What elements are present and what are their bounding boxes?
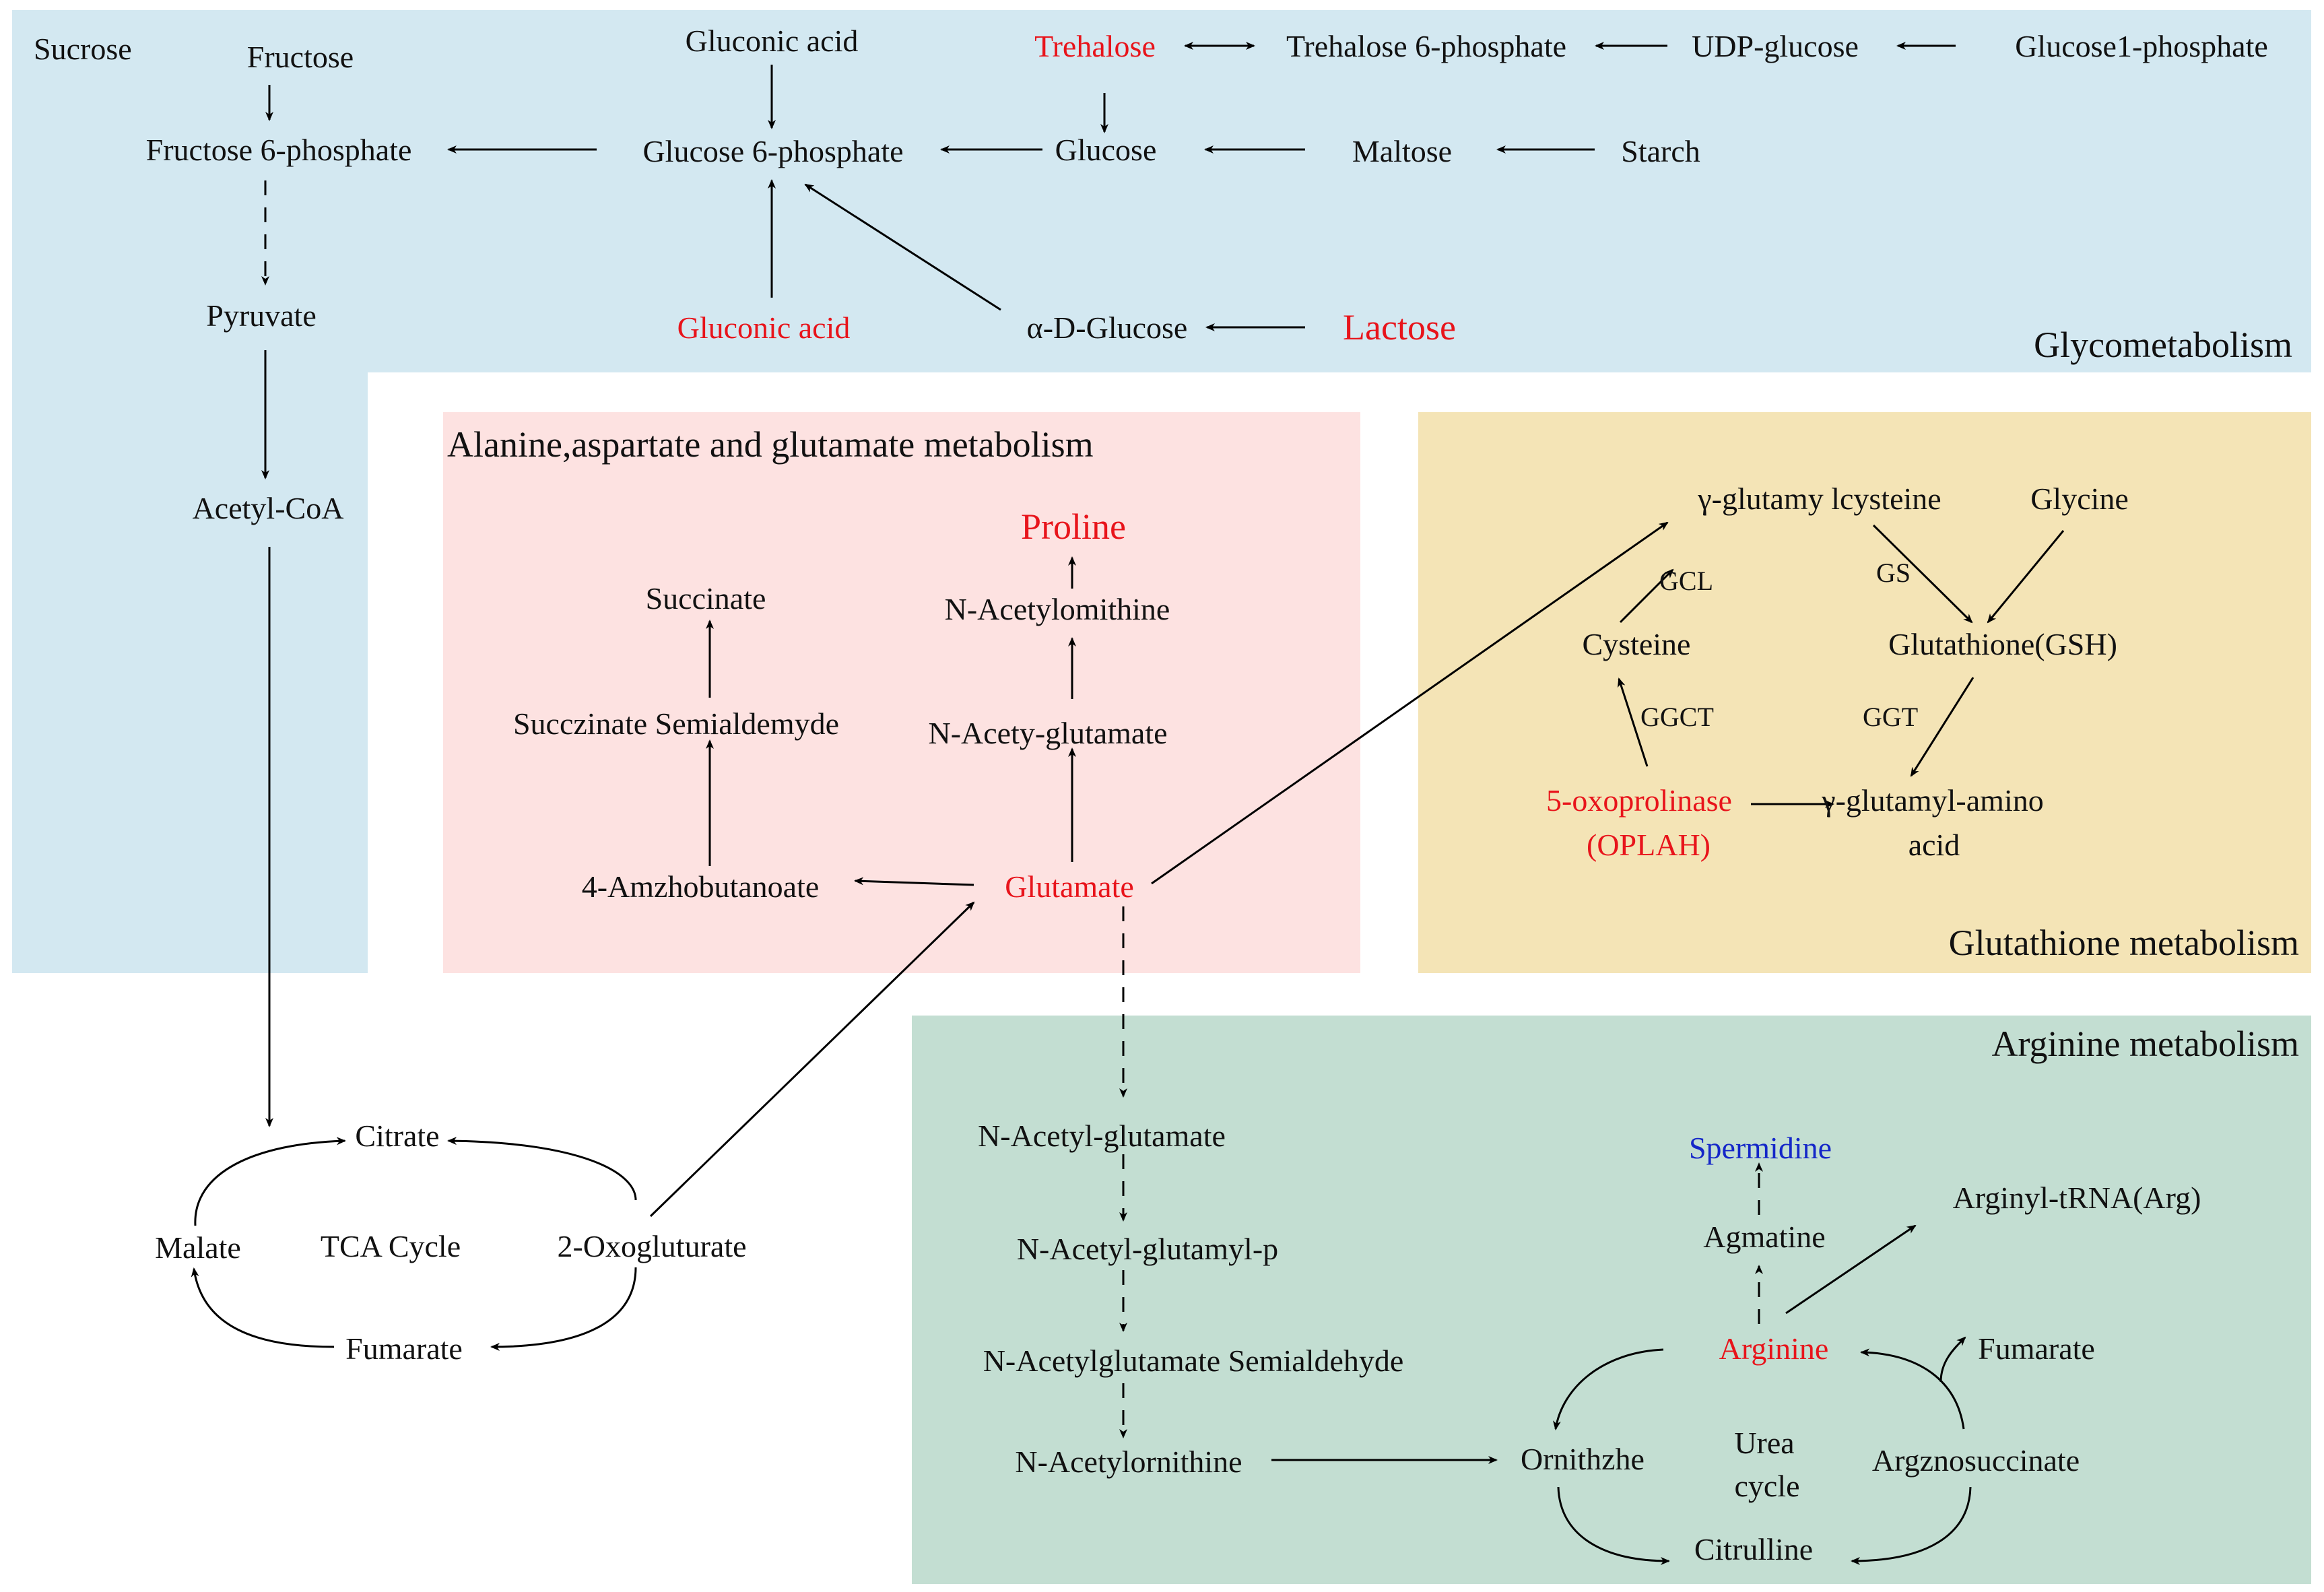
node-acetyl-coa: Acetyl-CoA [193, 491, 344, 525]
node-maltose: Maltose [1352, 134, 1452, 168]
node-urea-cycle-line2: cycle [1734, 1469, 1799, 1503]
arrow-glutamate-to-gglutamylcysteine [1151, 521, 1669, 885]
arrow-arginine-to-ornithine [1552, 1348, 1664, 1430]
arrow-oxoglutarate-to-fumarate [490, 1267, 637, 1351]
node-sucrose: Sucrose [34, 32, 132, 66]
node-starch: Starch [1621, 134, 1700, 168]
node-glucose-6-phosphate: Glucose 6-phosphate [642, 134, 903, 168]
arrow-glycine-to-gsh [1987, 530, 2065, 624]
node-udp-glucose: UDP-glucose [1692, 29, 1859, 63]
node-gamma-glutamylcysteine: γ-glutamy lcysteine [1697, 482, 1941, 516]
node-arginyl-trna: Arginyl-tRNA(Arg) [1953, 1181, 2201, 1215]
glycometabolism-title: Glycometabolism [2034, 325, 2292, 365]
alanine-metabolism-title: Alanine,aspartate and glutamate metaboli… [447, 424, 1094, 465]
node-n-acetyl-glutamyl-p: N-Acetyl-glutamyl-p [1017, 1232, 1278, 1266]
enzyme-gcl: GCL [1659, 566, 1713, 596]
enzyme-gs: GS [1876, 558, 1911, 588]
arrow-oxoglutarate-to-citrate [447, 1137, 637, 1201]
node-glutathione-gsh: Glutathione(GSH) [1888, 627, 2117, 661]
node-5-oxoprolinase: 5-oxoprolinase [1546, 783, 1732, 818]
node-glycine: Glycine [2030, 482, 2129, 516]
node-succinate: Succinate [646, 581, 766, 616]
node-ornithine: Ornithzhe [1521, 1442, 1645, 1476]
node-oplah: (OPLAH) [1587, 828, 1711, 862]
node-gamma-glutamyl-amino-line1: γ-glutamyl-amino [1821, 783, 2043, 818]
node-lactose: Lactose [1343, 307, 1456, 347]
node-gluconic-acid-red: Gluconic acid [677, 310, 851, 345]
node-citrulline: Citrulline [1694, 1532, 1813, 1566]
arrow-oxoprolinase-to-cysteine [1617, 677, 1649, 767]
node-citrate: Citrate [355, 1119, 439, 1153]
node-pyruvate: Pyruvate [206, 298, 317, 333]
node-spermidine: Spermidine [1689, 1131, 1832, 1165]
node-cysteine: Cysteine [1583, 627, 1691, 661]
node-urea-cycle-line1: Urea [1734, 1426, 1794, 1460]
arrow-gsh-to-gglutamylamino [1910, 677, 1974, 777]
node-gamma-glutamyl-amino-line2: acid [1908, 828, 1960, 862]
node-fructose: Fructose [247, 40, 354, 74]
arrow-gglutamylcysteine-to-gsh [1872, 524, 1973, 624]
node-agmatine: Agmatine [1703, 1220, 1825, 1254]
node-argininosuccinate: Argznosuccinate [1872, 1443, 2080, 1478]
enzyme-ggt: GGT [1863, 702, 1918, 732]
node-malate: Malate [155, 1230, 241, 1265]
arrow-alphadglucose-to-g6p [804, 183, 1001, 311]
node-fumarate-tca: Fumarate [345, 1331, 463, 1366]
node-fumarate-urea: Fumarate [1978, 1331, 2095, 1366]
node-alpha-d-glucose: α-D-Glucose [1027, 310, 1188, 345]
node-succinate-semialdehyde: Succzinate Semialdemyde [513, 706, 839, 741]
node-n-acetylornithine-b: N-Acetylornithine [1015, 1445, 1242, 1479]
node-n-acetylglutamate-semialdehyde: N-Acetylglutamate Semialdehyde [983, 1344, 1404, 1378]
glycometabolism-region [12, 10, 2311, 973]
node-n-acetyl-glutamate-b: N-Acetyl-glutamate [978, 1119, 1226, 1153]
glutathione-metabolism-title: Glutathione metabolism [1949, 923, 2299, 963]
node-amzhobutanoate: 4-Amzhobutanoate [582, 869, 820, 904]
arrow-to-fumarate-urea [1939, 1336, 1966, 1383]
arrow-malate-to-citrate [194, 1137, 346, 1226]
arrow-glutamate-to-amzhobutanoate [854, 877, 974, 886]
arginine-metabolism-region [912, 1016, 2311, 1584]
arrow-ornithine-to-citrulline [1557, 1486, 1670, 1565]
node-proline: Proline [1021, 506, 1126, 547]
node-arginine: Arginine [1719, 1331, 1829, 1366]
node-2-oxoglutarate: 2-Oxogluturate [557, 1229, 746, 1263]
node-glucose: Glucose [1055, 133, 1157, 167]
arginine-metabolism-title: Arginine metabolism [1992, 1024, 2299, 1064]
arrow-fumarate-to-malate [191, 1267, 335, 1348]
arrow-cysteine-to-gglutamylcysteine [1619, 568, 1674, 624]
alanine-metabolism-region [443, 412, 1360, 973]
node-n-acetylornithine-a: N-Acetylomithine [945, 592, 1170, 626]
glutathione-metabolism-region [1418, 412, 2311, 973]
node-trehalose: Trehalose [1034, 29, 1156, 63]
enzyme-ggct: GGCT [1640, 702, 1714, 732]
node-trehalose-6-phosphate: Trehalose 6-phosphate [1286, 29, 1566, 63]
arrow-arginine-to-arginyltrna [1785, 1224, 1917, 1315]
arrow-oxoglutarate-to-glutamate [649, 901, 975, 1218]
node-fructose-6-phosphate: Fructose 6-phosphate [146, 133, 412, 167]
node-tca-cycle: TCA Cycle [321, 1229, 461, 1263]
node-glutamate: Glutamate [1005, 869, 1134, 904]
arrow-argininosuccinate-to-arginine [1860, 1348, 1965, 1430]
node-n-acetyl-glutamate-a: N-Acety-glutamate [928, 716, 1167, 750]
arrow-argininosuccinate-to-citrulline [1851, 1486, 1972, 1565]
node-glucose-1-phosphate: Glucose1-phosphate [2015, 29, 2268, 63]
node-gluconic-acid-top: Gluconic acid [686, 24, 859, 58]
